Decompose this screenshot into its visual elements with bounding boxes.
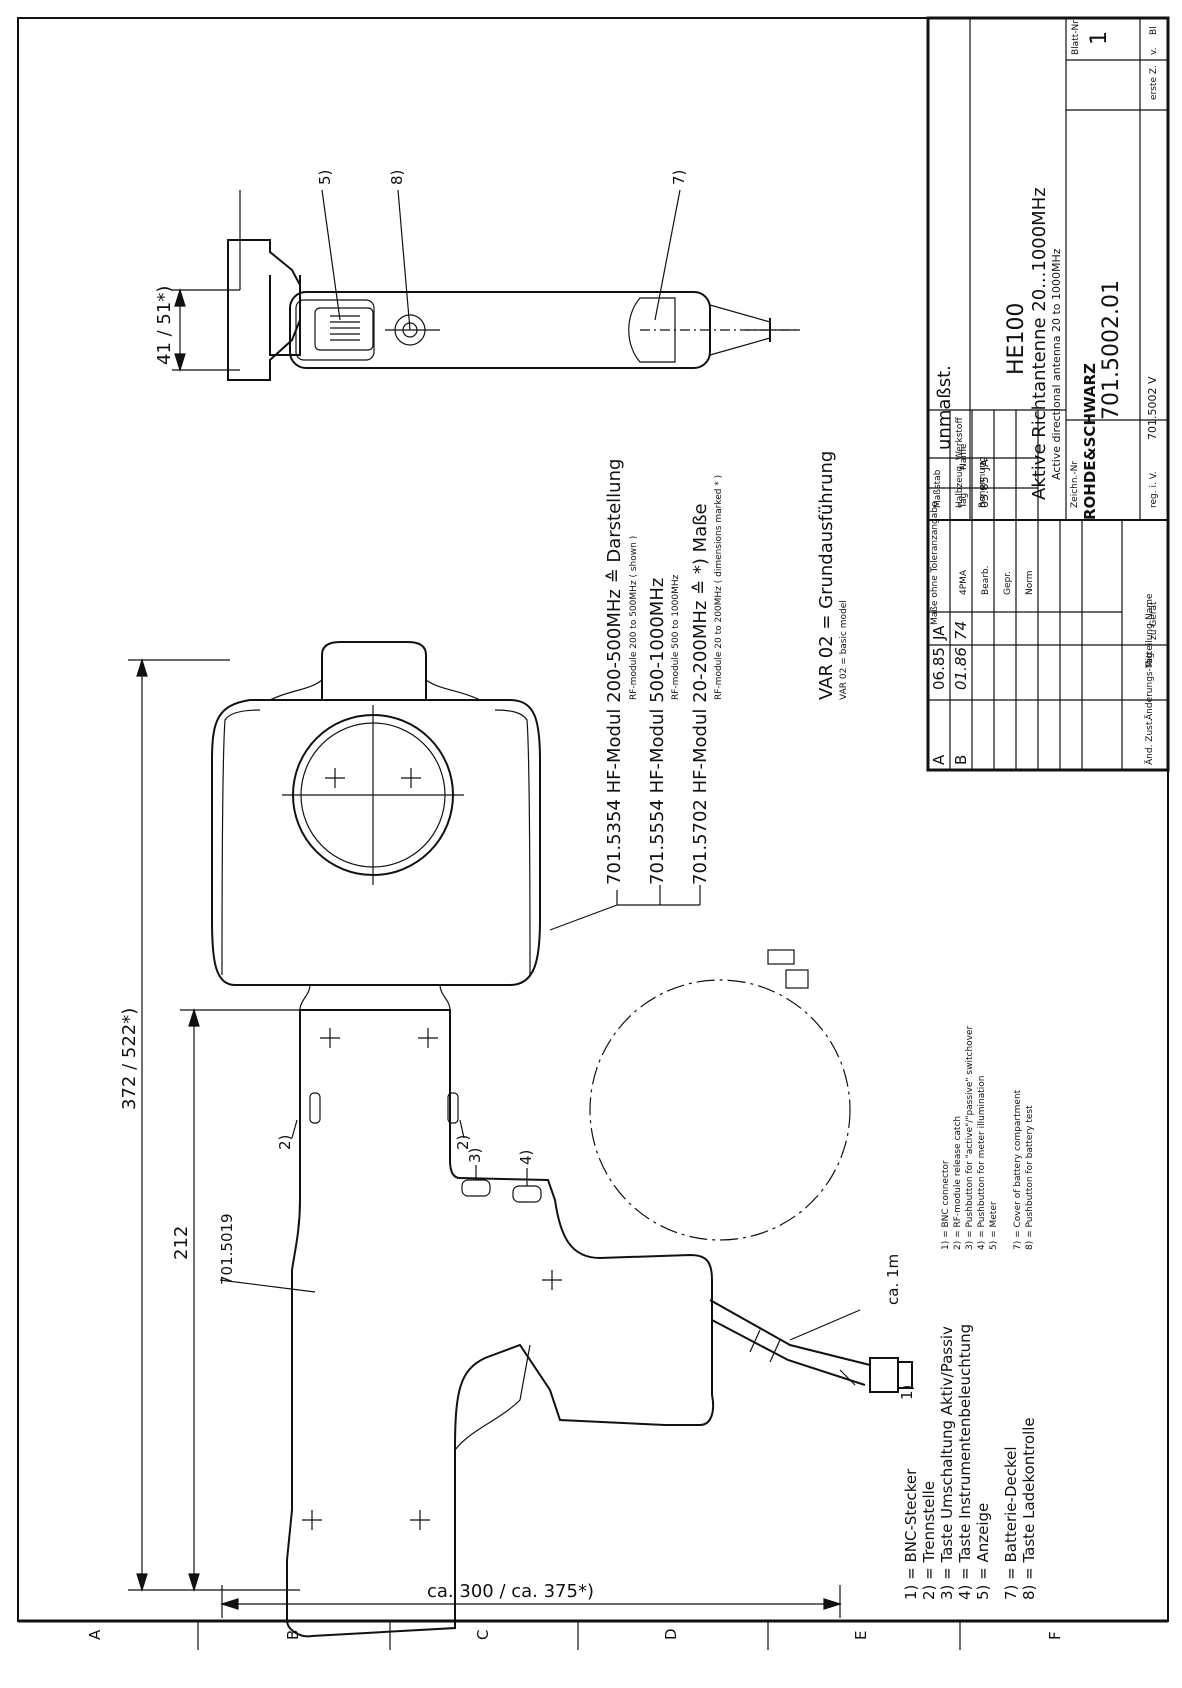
zone-letter: F	[1046, 1631, 1064, 1640]
module-3-en: RF-module 20 to 200MHz ( dimensions mark…	[714, 475, 724, 700]
module-2-line: 701.5554 HF-Modul 500-1000MHz	[647, 578, 668, 885]
scale-value: unmaßst.	[934, 365, 955, 450]
callout-2-right: 2)	[454, 1135, 472, 1150]
cable-length-label: ca. 1m	[884, 1254, 902, 1305]
ref-label: reg. i. V.	[1149, 471, 1159, 508]
grip-length-dim: 212	[171, 1226, 192, 1260]
legend-en-item: 5) = Meter	[989, 1201, 999, 1250]
legend-de-item: 8) = Taste Ladekontrolle	[1020, 1417, 1038, 1600]
legend-en-item: 8) = Pushbutton for battery test	[1025, 1105, 1035, 1250]
of-label: v.	[1149, 48, 1159, 56]
sheet-border	[17, 17, 1169, 1622]
legend-en-item: 1) = BNC connector	[941, 1160, 951, 1250]
checked-label: Gepr.	[1003, 571, 1013, 595]
scale-label: Maßstab	[933, 469, 943, 508]
edited-label: Bearb.	[981, 565, 991, 595]
legend-en-item: 4) = Pushbutton for meter illumination	[977, 1075, 987, 1250]
callout-7: 7)	[670, 170, 688, 185]
zone-letter: C	[474, 1630, 492, 1640]
zone-dividers	[197, 1621, 961, 1650]
end-view	[227, 239, 800, 381]
ref-number: 701.5002 V	[1146, 376, 1159, 440]
antenna-side-view	[211, 641, 913, 1638]
rev-a-date: 06.85	[930, 647, 948, 690]
product-name: HE100	[1004, 303, 1029, 375]
rev-b: B	[952, 755, 970, 765]
dimension-labels: 372 / 522*) 212 ca. 300 / ca. 375*)	[119, 1008, 594, 1602]
side-width-dim: 41 / 51*)	[154, 286, 175, 365]
dimension-overall	[128, 657, 843, 1618]
legend-en-item: 7) = Cover of battery compartment	[1013, 1089, 1023, 1250]
legend-de-item: 2) = Trennstelle	[920, 1481, 938, 1600]
change-state-label: Änd. Zust.	[1144, 719, 1155, 765]
rev-a-by: JA	[930, 625, 948, 641]
legend-de-item: 1) = BNC-Stecker	[902, 1468, 920, 1600]
drawing-number: 701.5002.01	[1099, 280, 1124, 420]
name-col-label: Name	[959, 443, 969, 470]
legend-en-item: 2) = RF-module release catch	[953, 1116, 963, 1250]
module-list: 701.5354 HF-Modul 200-500MHz ≙ Darstellu…	[604, 459, 724, 885]
rev-a: A	[930, 754, 948, 765]
zone-letter: B	[284, 1630, 302, 1640]
edited-date: 03.85	[978, 477, 991, 509]
name-label: Benennung	[978, 457, 988, 508]
end-view-callouts: 5) 8) 7) 41 / 51*)	[154, 170, 688, 365]
main-callouts: 2) 2) 3) 4) 1) ca. 1m 701.5019	[218, 1135, 916, 1400]
title-block	[926, 16, 1170, 772]
description-de: Aktive Richtantenne 20...1000MHz	[1029, 187, 1050, 500]
change-note-label: Änderungs-Mitteilung	[1144, 623, 1155, 720]
total-height-dim: ca. 300 / ca. 375*)	[427, 1581, 594, 1602]
rev-b-date: 01.86	[952, 647, 970, 690]
legend-en: 1) = BNC connector 2) = RF-module releas…	[941, 1025, 1035, 1250]
legend-de: 1) = BNC-Stecker 2) = Trennstelle 3) = T…	[902, 1324, 1038, 1600]
first-label: erste Z.	[1149, 65, 1159, 100]
end-view-leaders	[172, 189, 681, 373]
tag-label: Tag	[1145, 653, 1155, 669]
module-2-en: RF-module 500 to 1000MHz	[671, 574, 681, 700]
drawing-no-label: Zeichn.-Nr	[1070, 461, 1080, 508]
company-logo-text: ROHDE&SCHWARZ	[1081, 363, 1099, 520]
norm-label: Norm	[1025, 570, 1035, 595]
legend-de-item: 4) = Taste Instrumentenbeleuchtung	[956, 1324, 974, 1600]
edited-by: JA	[978, 459, 991, 471]
variant-label-en: VAR 02 = basic model	[839, 600, 849, 700]
module-1-line: 701.5354 HF-Modul 200-500MHz ≙ Darstellu…	[604, 459, 625, 885]
callout-5: 5)	[316, 170, 334, 185]
overall-length-dim: 372 / 522*)	[119, 1008, 140, 1110]
sheets-label: Bl	[1149, 26, 1159, 35]
dept-code: 4PMA	[959, 569, 969, 595]
description-en: Active directional antenna 20 to 1000MHz	[1050, 248, 1063, 480]
variant-label: VAR 02 = Grundausführung	[816, 451, 837, 700]
zone-letters: A B C D E F	[86, 1628, 1064, 1640]
leaders	[219, 885, 861, 1386]
callout-2-left: 2)	[276, 1135, 294, 1150]
material-label: Halbzeug, Werkstoff	[955, 417, 965, 508]
legend-de-item: 3) = Taste Umschaltung Aktiv/Passiv	[938, 1326, 956, 1600]
sheet-label: Blatt-Nr	[1071, 20, 1081, 55]
body-part-label: 701.5019	[218, 1213, 236, 1285]
callout-1: 1)	[898, 1385, 916, 1400]
tolerance-label: Maße ohne Toleranzangabe	[930, 501, 940, 625]
title-block-text: Maßstab unmaßst. Halbzeug, Werkstoff Maß…	[930, 20, 1159, 765]
day-col-label: Tag	[959, 493, 969, 509]
callout-4: 4)	[517, 1150, 535, 1165]
to-device-label: zu Gerät	[1149, 601, 1159, 640]
module-1-en: RF-module 200 to 500MHz ( shown )	[629, 536, 639, 700]
zone-letter: A	[86, 1629, 104, 1640]
module-3-line: 701.5702 HF-Modul 20-200MHz ≙ *) Maße	[690, 503, 711, 885]
name2-label: Name	[1145, 593, 1155, 620]
callout-8: 8)	[388, 170, 406, 185]
callout-3: 3)	[466, 1148, 484, 1163]
legend-de-item: 7) = Batterie-Deckel	[1002, 1446, 1020, 1600]
zone-letter: E	[852, 1631, 870, 1640]
rev-b-by: 74	[952, 621, 970, 640]
zone-letter: D	[662, 1628, 680, 1640]
legend-de-item: 5) = Anzeige	[974, 1503, 992, 1600]
sheet-number: 1	[1087, 31, 1112, 45]
legend-en-item: 3) = Pushbutton for "active"/"passive" s…	[965, 1025, 975, 1250]
